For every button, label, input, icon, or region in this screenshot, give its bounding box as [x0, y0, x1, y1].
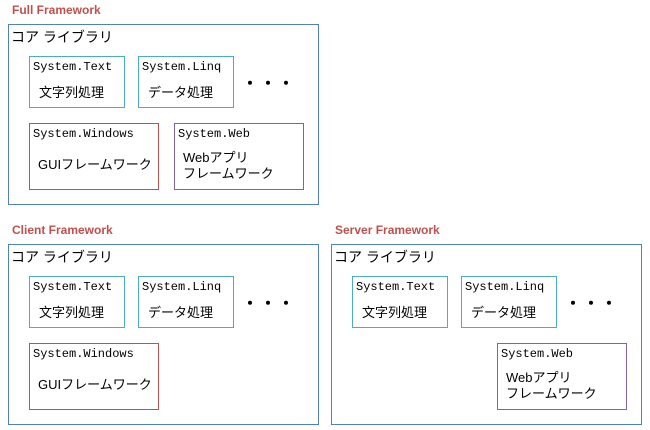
system-text-namespace: System.Text [33, 280, 113, 294]
server-framework-panel: コア ライブラリ System.Text 文字列処理 System.Linq デ… [331, 244, 642, 425]
system-text-namespace: System.Text [33, 60, 113, 74]
system-linq-namespace: System.Linq [142, 60, 222, 74]
system-windows-box: System.Windows GUIフレームワーク [29, 123, 159, 190]
system-linq-box: System.Linq データ処理 [138, 56, 234, 108]
system-text-box: System.Text 文字列処理 [29, 56, 125, 108]
system-web-description: Webアプリ フレームワーク [183, 150, 274, 181]
full-framework-panel: コア ライブラリ System.Text 文字列処理 System.Linq デ… [8, 24, 319, 205]
system-windows-namespace: System.Windows [33, 347, 134, 361]
core-library-title: コア ライブラリ [11, 29, 113, 45]
system-linq-description: データ処理 [148, 85, 214, 100]
system-text-description: 文字列処理 [39, 85, 105, 100]
system-windows-namespace: System.Windows [33, 127, 134, 141]
system-text-description: 文字列処理 [362, 305, 428, 320]
system-linq-namespace: System.Linq [465, 280, 545, 294]
server-framework-title: Server Framework [335, 223, 440, 237]
system-text-box: System.Text 文字列処理 [29, 276, 125, 328]
client-framework-panel: コア ライブラリ System.Text 文字列処理 System.Linq デ… [8, 244, 319, 425]
system-linq-namespace: System.Linq [142, 280, 222, 294]
system-linq-description: データ処理 [471, 305, 537, 320]
system-web-box: System.Web Webアプリ フレームワーク [174, 123, 304, 190]
system-text-box: System.Text 文字列処理 [352, 276, 448, 328]
system-web-box: System.Web Webアプリ フレームワーク [497, 343, 627, 410]
core-library-title: コア ライブラリ [334, 249, 436, 265]
system-web-namespace: System.Web [501, 347, 574, 361]
system-linq-box: System.Linq データ処理 [138, 276, 234, 328]
core-library-title: コア ライブラリ [11, 249, 113, 265]
more-libraries-ellipsis: ・・・ [242, 76, 297, 93]
system-linq-description: データ処理 [148, 305, 214, 320]
system-windows-description: GUIフレームワーク [38, 157, 152, 172]
client-framework-title: Client Framework [12, 223, 113, 237]
more-libraries-ellipsis: ・・・ [242, 296, 297, 313]
more-libraries-ellipsis: ・・・ [565, 296, 620, 313]
system-windows-box: System.Windows GUIフレームワーク [29, 343, 159, 410]
system-linq-box: System.Linq データ処理 [461, 276, 557, 328]
system-text-namespace: System.Text [356, 280, 436, 294]
system-text-description: 文字列処理 [39, 305, 105, 320]
system-web-description: Webアプリ フレームワーク [506, 370, 597, 401]
system-web-namespace: System.Web [178, 127, 251, 141]
system-windows-description: GUIフレームワーク [38, 377, 152, 392]
full-framework-title: Full Framework [12, 3, 101, 17]
